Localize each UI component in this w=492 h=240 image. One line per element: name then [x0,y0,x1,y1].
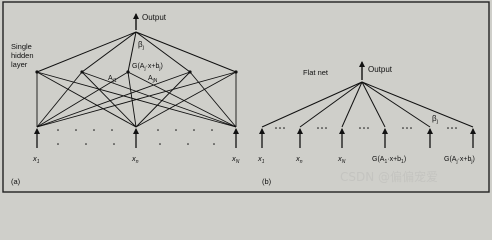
panel-b-label: (b) [262,177,272,186]
panel-a-input-connections [36,71,237,128]
csdn-watermark: CSDN @偏偏宠爱 [340,169,438,184]
panel-a-output-connections [36,31,237,73]
panel-a-input-x1: x1 [32,154,40,165]
panel-b-caption: Flat net [303,68,329,77]
panel-b-input-xn: xn [295,154,303,165]
panel-a-caption: Single hidden layer [11,42,34,69]
panel-b-input-arrows [259,128,476,148]
panel-b-g1-label: G(A1·x+b1) [372,156,406,165]
panel-a-hidden-nodes [35,70,238,74]
panel-a-weight-label-2: AjN [148,75,158,84]
diagram-figure: Output Single h [2,1,490,193]
panel-b-gj-label: G(Aj·x+bj) [444,156,475,165]
panel-b-beta-label: βj [432,114,438,125]
panel-b-input-xN: xN [337,154,346,165]
panel-a-hidden-function-label: G(Aj·x+bj) [132,63,163,72]
panel-b: Output Flat net βj x1 xn x [257,61,476,186]
caption-line-1: Single [11,42,32,51]
caption-line-2: hidden [11,51,34,60]
panel-a-beta-label: βj [138,40,144,51]
figure-frame [2,1,490,193]
panel-b-output-label: Output [368,65,393,74]
panel-a-weight-label-1: Aj1 [108,75,117,84]
panel-a-input-xn: xn [131,154,139,165]
panel-a-input-xN: xN [231,154,240,165]
panel-a-output-label: Output [142,13,167,22]
caption-line-3: layer [11,60,28,69]
panel-a-label: (a) [11,177,21,186]
panel-b-input-x1: x1 [257,154,265,165]
panel-a-ellipsis-dots [57,129,215,145]
panel-b-connections [261,81,474,128]
network-diagrams: Output Single h [2,1,490,193]
panel-a: Output Single h [11,13,240,186]
panel-a-input-arrows [34,128,239,148]
panel-b-ellipsis-dots [275,127,457,129]
